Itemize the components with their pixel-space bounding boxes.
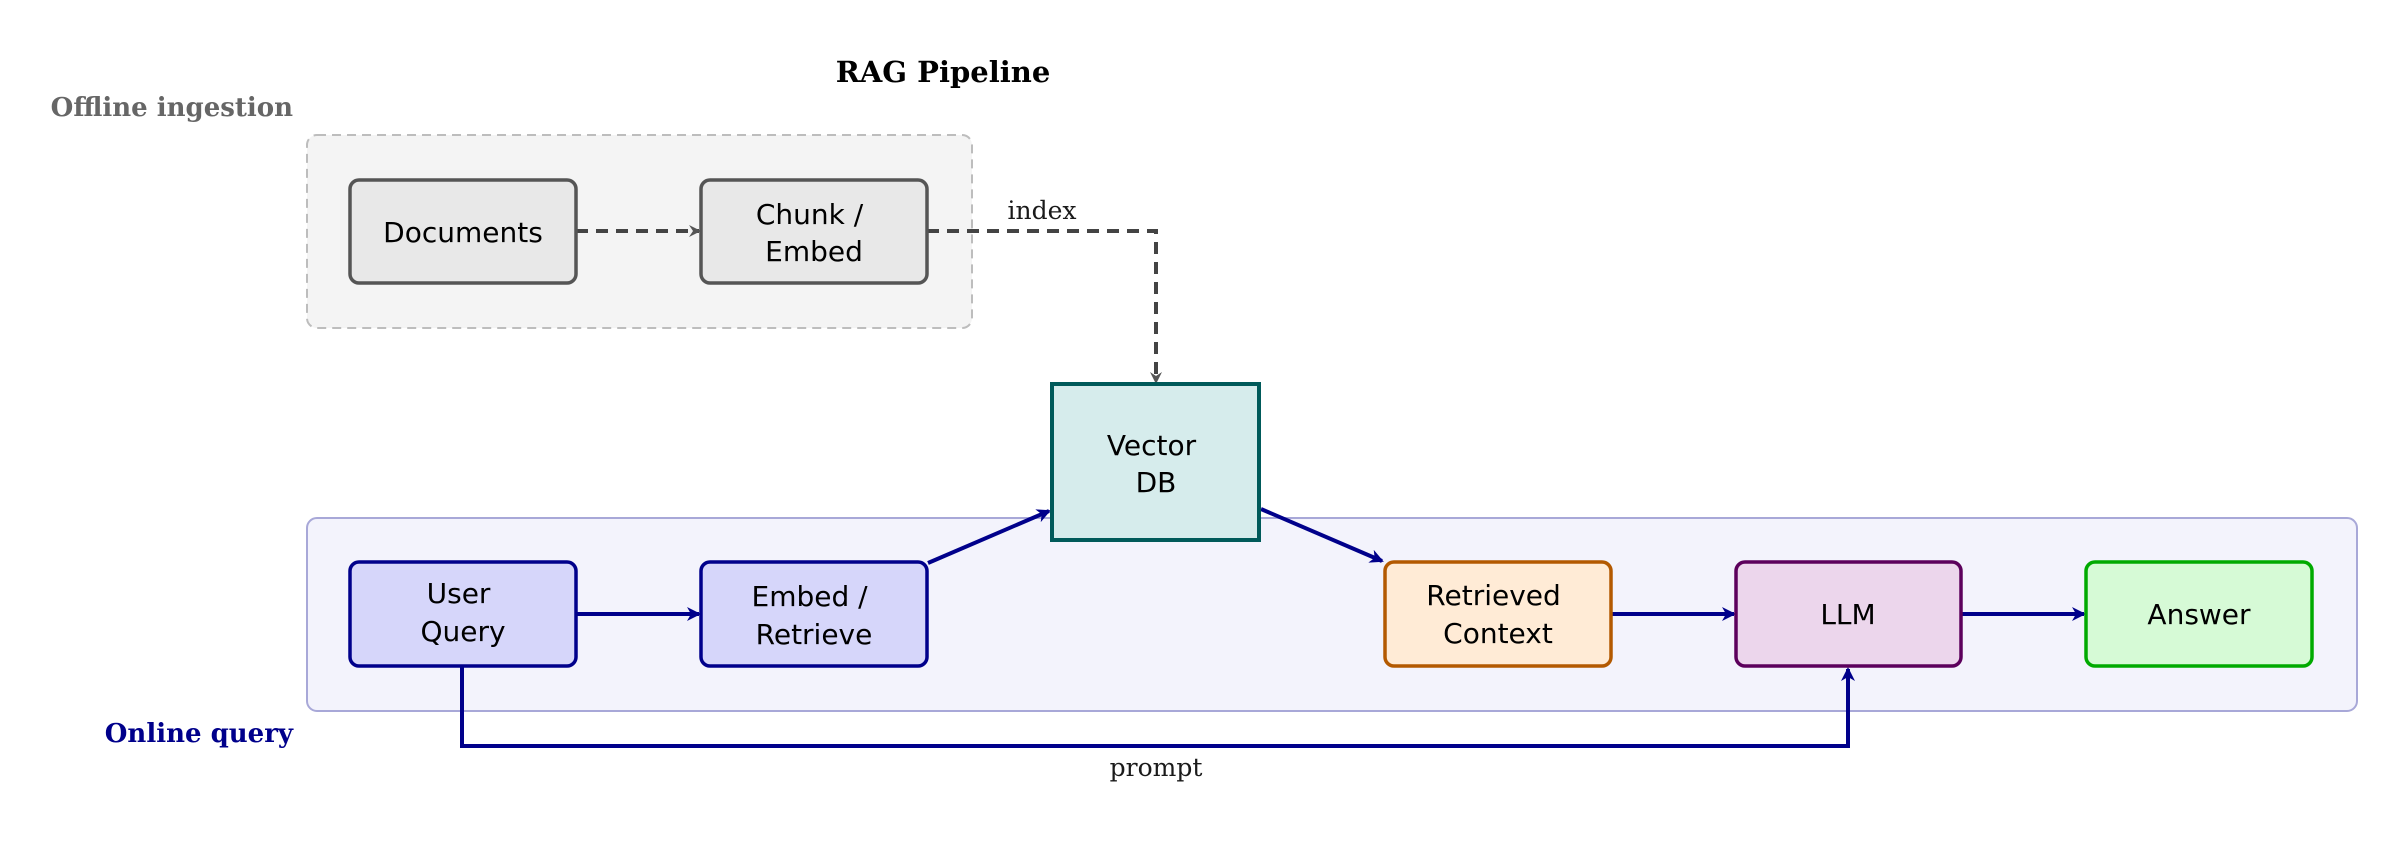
node-documents: Documents (348, 178, 578, 285)
node-user-query-label: User Query (420, 577, 505, 648)
node-embed-retrieve-label: Embed / Retrieve (752, 580, 877, 651)
edge-vectordb-to-context (1260, 507, 1384, 563)
edge-embed-to-vectordb (927, 509, 1051, 565)
node-documents-label: Documents (383, 216, 543, 249)
diagram-title: RAG Pipeline (836, 55, 1051, 89)
node-retrieved-context-label: Retrieved Context (1426, 579, 1569, 650)
node-user-query: User Query (348, 560, 578, 668)
node-answer: Answer (2084, 560, 2314, 668)
online-group-label: Online query (105, 719, 294, 749)
edge-label-index: index (1008, 196, 1077, 225)
node-llm-label: LLM (1820, 598, 1875, 631)
node-vector-db: Vector DB (1050, 382, 1261, 542)
node-retrieved-context: Retrieved Context (1383, 560, 1613, 668)
edge-query-to-llm-prompt (460, 666, 1855, 748)
node-chunk-embed-label: Chunk / Embed (756, 198, 872, 268)
node-answer-label: Answer (2147, 598, 2251, 631)
node-llm: LLM (1734, 560, 1963, 668)
edge-label-prompt: prompt (1110, 753, 1203, 782)
edge-chunk-to-vectordb (927, 229, 1162, 384)
node-chunk-embed: Chunk / Embed (699, 178, 929, 285)
node-embed-retrieve: Embed / Retrieve (699, 560, 929, 668)
node-vector-db-label: Vector DB (1107, 429, 1205, 499)
offline-group-label: Offline ingestion (51, 93, 293, 123)
